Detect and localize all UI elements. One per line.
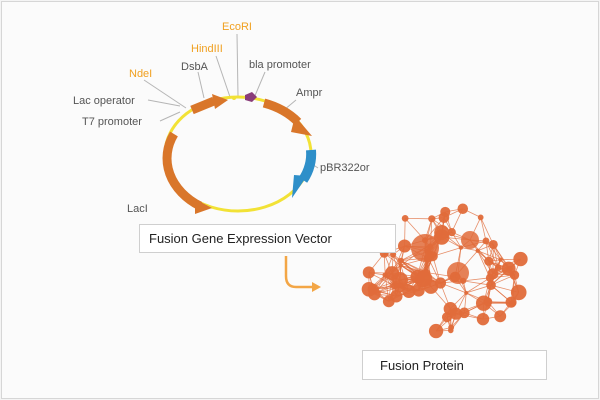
leader-ecori [236, 33, 239, 97]
protein-node [447, 227, 456, 237]
protein-node [457, 203, 469, 215]
ampr-arrowhead [291, 116, 312, 136]
label-dsba: DsbA [181, 61, 208, 73]
protein-bond [480, 217, 494, 245]
protein-node [401, 215, 409, 222]
protein-node [483, 297, 493, 307]
label-lac-operator: Lac operator [73, 95, 135, 107]
vector-caption-text: Fusion Gene Expression Vector [149, 231, 332, 246]
leader-hindiii [215, 55, 231, 98]
protein-node [416, 271, 433, 287]
label-hindiii: HindIII [191, 43, 223, 55]
protein-node [428, 323, 444, 339]
protein-node [494, 310, 507, 323]
leader-t7-promoter [159, 111, 181, 122]
protein-node [390, 290, 403, 303]
protein-caption-text: Fusion Protein [380, 357, 464, 373]
protein-node [434, 277, 447, 289]
label-t7-promoter: T7 promoter [82, 116, 142, 128]
protein-node [506, 265, 513, 272]
label-ampr: Ampr [296, 87, 323, 99]
protein-node [498, 257, 503, 262]
protein-node [434, 224, 450, 241]
protein-node [461, 231, 479, 249]
laci-arrow [162, 131, 203, 211]
dsba-arrowhead [212, 94, 228, 109]
label-ndei: NdeI [129, 68, 153, 80]
protein-node [510, 284, 527, 301]
protein-node [475, 248, 480, 253]
protein-node [487, 268, 499, 280]
protein-node [398, 257, 404, 264]
protein-node [368, 287, 381, 301]
pbr322or-arrow [298, 149, 317, 183]
protein-bond [477, 250, 501, 261]
protein-bond [480, 217, 487, 242]
protein-node [477, 214, 484, 221]
protein-node [402, 284, 416, 298]
protein-node [397, 239, 412, 253]
protein-node [443, 301, 458, 316]
protein-node [447, 262, 469, 284]
protein-node [458, 245, 464, 250]
protein-node [513, 251, 528, 267]
protein-node [428, 215, 436, 223]
protein-node [398, 263, 403, 268]
label-laci: LacI [127, 203, 148, 215]
protein-node [488, 239, 498, 250]
protein-node [484, 256, 494, 266]
restriction-site-dot [232, 96, 236, 100]
protein-bond [463, 277, 491, 282]
flow-arrowhead [312, 282, 321, 292]
protein-node [486, 280, 496, 290]
bla-promoter-marker [245, 92, 257, 102]
leader-lac-operator [147, 99, 181, 107]
protein-node [411, 234, 439, 262]
protein-bond [460, 247, 478, 252]
protein-node [412, 284, 425, 297]
protein-node [509, 299, 516, 307]
protein-node [476, 312, 490, 326]
pbr322or-arrowhead [292, 175, 307, 198]
label-pbr322or: pBR322or [320, 162, 370, 174]
protein-node [447, 327, 454, 334]
protein-network [361, 203, 528, 339]
leader-bla-promoter [253, 71, 266, 99]
label-ecori: EcoRI [222, 21, 252, 33]
dsba-arrow [190, 96, 216, 115]
ampr-arrow [262, 98, 302, 126]
protein-node [440, 206, 451, 217]
flow-arrow [284, 256, 312, 289]
protein-node [392, 272, 408, 288]
leader-dsba [197, 71, 205, 99]
protein-bond [485, 240, 499, 269]
laci-arrowhead [195, 199, 212, 214]
protein-caption: Fusion Protein [362, 350, 547, 380]
leader-ndei [143, 79, 187, 109]
label-bla-promoter: bla promoter [249, 59, 311, 71]
protein-node [482, 237, 490, 245]
protein-node [362, 266, 375, 279]
protein-bond [465, 277, 491, 294]
protein-node [464, 290, 469, 295]
vector-caption: Fusion Gene Expression Vector [139, 224, 396, 253]
